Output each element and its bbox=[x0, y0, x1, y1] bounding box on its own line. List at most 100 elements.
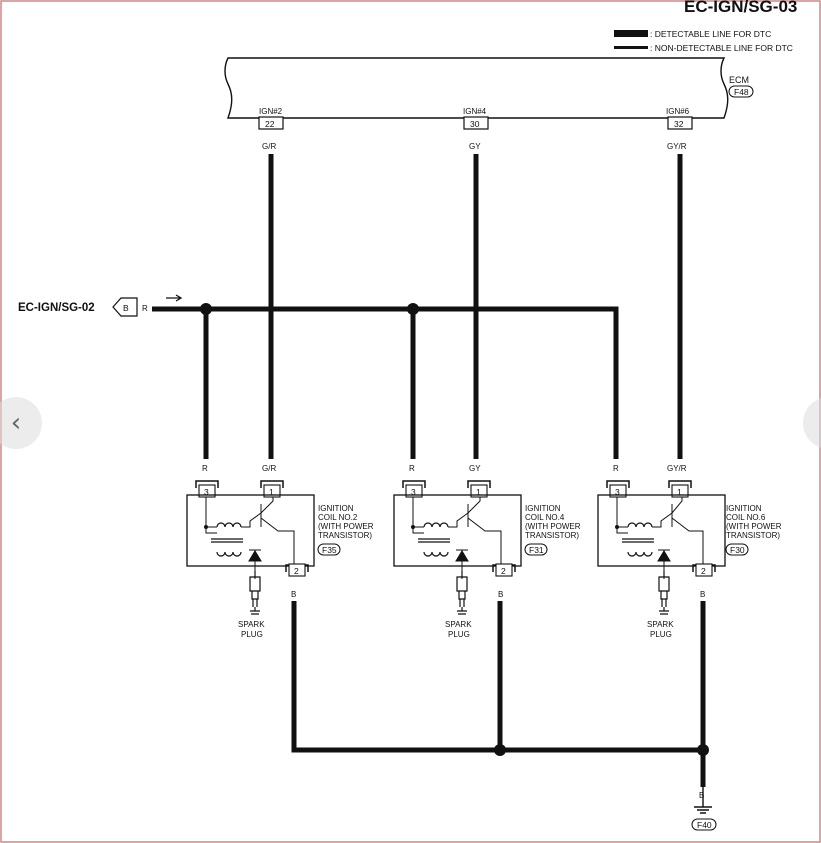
ecm-pin-ign6: IGN#6 32 GY/R bbox=[666, 107, 693, 151]
ecm-pin-number: 22 bbox=[265, 119, 275, 129]
spark-plug-icon bbox=[658, 571, 670, 615]
power-bus-line bbox=[152, 306, 619, 459]
legend-detectable-swatch bbox=[614, 30, 648, 37]
wire-color-label: GY/R bbox=[667, 142, 687, 151]
coil-ground-pin bbox=[695, 563, 713, 577]
coil-name-line: TRANSISTOR) bbox=[318, 531, 372, 540]
ground-wire-label: B bbox=[700, 590, 705, 599]
ecm-pin-number: 30 bbox=[470, 119, 480, 129]
ecm-pin-box bbox=[258, 116, 284, 130]
ground-wire-label: B bbox=[291, 590, 296, 599]
coil-power-connector bbox=[606, 480, 630, 488]
spark-plug-label: SPARK bbox=[445, 620, 472, 629]
spark-plug-label: PLUG bbox=[448, 630, 470, 639]
coil-internal-wiring bbox=[205, 497, 295, 564]
power-wire-label: R bbox=[613, 464, 619, 473]
power-wire-label: R bbox=[409, 464, 415, 473]
coil-name-line: IGNITION bbox=[318, 504, 354, 513]
coil-internal-wiring bbox=[616, 497, 704, 564]
junction-dot bbox=[615, 525, 619, 529]
current-direction-arrow-icon bbox=[166, 294, 183, 302]
previous-arrow-button[interactable]: ‹ bbox=[0, 397, 42, 449]
coil-name-line: (WITH POWER bbox=[318, 522, 374, 531]
coil-ground-pin-number: 2 bbox=[701, 566, 706, 576]
ignition-coil-4: R GY 3 1 2 B SPARK PLUG IGNITION COIL NO… bbox=[393, 464, 581, 639]
ecm-block: ECM F48 bbox=[224, 57, 754, 119]
ignition-coil-2: R G/R 3 1 2 B SPARK PLUG IGNITION COIL N… bbox=[186, 464, 374, 639]
coil-name-line: IGNITION bbox=[726, 504, 762, 513]
coil-name-line: TRANSISTOR) bbox=[726, 531, 780, 540]
coil-signal-pin-number: 1 bbox=[476, 487, 481, 497]
power-wire-label: R bbox=[202, 464, 208, 473]
coil-ground-pin-number: 2 bbox=[501, 566, 506, 576]
ground-wire-label: B bbox=[699, 791, 704, 800]
coil-signal-pin bbox=[470, 484, 488, 498]
wire-color-label: GY bbox=[469, 142, 481, 151]
coil-body bbox=[186, 494, 315, 567]
ecm-pin-signal: IGN#2 bbox=[259, 107, 283, 116]
ecm-outline bbox=[224, 57, 729, 119]
coil-signal-connector bbox=[260, 480, 284, 488]
coil-body bbox=[393, 494, 522, 567]
offpage-arrow-letter: B bbox=[123, 303, 129, 313]
coil-connector-badge bbox=[725, 543, 749, 556]
ecm-pin-ign4: IGN#4 30 GY bbox=[463, 107, 489, 151]
ecm-pin-box bbox=[463, 116, 489, 130]
power-bus bbox=[152, 306, 619, 459]
coil-signal-pin bbox=[671, 484, 689, 498]
spark-plug-label: SPARK bbox=[647, 620, 674, 629]
coil-winding-icon bbox=[418, 522, 450, 557]
coil-winding-icon bbox=[622, 522, 654, 557]
junction-dot bbox=[494, 744, 506, 756]
coil-name-line: COIL NO.6 bbox=[726, 513, 766, 522]
junction-dot bbox=[407, 303, 419, 315]
coil-ground-pin bbox=[288, 563, 306, 577]
ground-connector-badge bbox=[691, 818, 717, 831]
ecm-pin-number: 32 bbox=[674, 119, 684, 129]
chevron-left-icon: ‹ bbox=[10, 408, 22, 438]
junction-dot bbox=[204, 525, 208, 529]
wire-color-label: G/R bbox=[262, 142, 276, 151]
coil-power-pin bbox=[198, 484, 216, 498]
coil-name-line: (WITH POWER bbox=[726, 522, 782, 531]
junction-dot bbox=[200, 303, 212, 315]
junction-dot bbox=[697, 744, 709, 756]
ground-symbol-icon bbox=[694, 787, 712, 814]
coil-power-connector bbox=[402, 480, 426, 488]
coil-connector-label: F35 bbox=[322, 545, 337, 555]
coil-winding-icon bbox=[211, 522, 243, 557]
coil-name-line: COIL NO.4 bbox=[525, 513, 565, 522]
signal-wire-label: G/R bbox=[262, 464, 276, 473]
coil-signal-connector bbox=[668, 480, 692, 488]
ground-connector-label: F40 bbox=[697, 820, 712, 830]
coil-body bbox=[597, 494, 726, 567]
coil-name-line: COIL NO.2 bbox=[318, 513, 358, 522]
ecm-label: ECM bbox=[729, 75, 749, 85]
page-title: EC-IGN/SG-03 bbox=[684, 0, 797, 16]
offpage-reference: EC-IGN/SG-02 bbox=[18, 302, 95, 314]
ecm-pin-signal: IGN#6 bbox=[666, 107, 690, 116]
coil-ground-pin bbox=[495, 563, 513, 577]
coil-power-pin bbox=[609, 484, 627, 498]
spark-plug-label: PLUG bbox=[650, 630, 672, 639]
signal-wire-label: GY/R bbox=[667, 464, 687, 473]
offpage-wire-label: R bbox=[142, 304, 148, 313]
coil-signal-pin-number: 1 bbox=[677, 487, 682, 497]
spark-plug-icon bbox=[456, 571, 468, 615]
ecm-pin-signal: IGN#4 bbox=[463, 107, 487, 116]
coil-signal-connector bbox=[467, 480, 491, 488]
ground-bus bbox=[291, 601, 706, 787]
legend-non-detectable-label: : NON-DETECTABLE LINE FOR DTC bbox=[650, 43, 793, 53]
coil-power-pin-number: 3 bbox=[411, 487, 416, 497]
coil-name-line: TRANSISTOR) bbox=[525, 531, 579, 540]
ecm-connector-label: F48 bbox=[734, 87, 749, 97]
junction-dot bbox=[411, 525, 415, 529]
ecm-connector-badge bbox=[728, 85, 754, 98]
ignition-coil-6: R GY/R 3 1 2 B SPARK PLUG IGNITION COIL … bbox=[597, 464, 782, 639]
coil-internal-wiring bbox=[412, 497, 502, 564]
coil-signal-pin bbox=[263, 484, 281, 498]
next-arrow-button[interactable]: ‹ bbox=[803, 397, 821, 449]
signal-wire-label: GY bbox=[469, 464, 481, 473]
legend-detectable-label: : DETECTABLE LINE FOR DTC bbox=[650, 29, 771, 39]
